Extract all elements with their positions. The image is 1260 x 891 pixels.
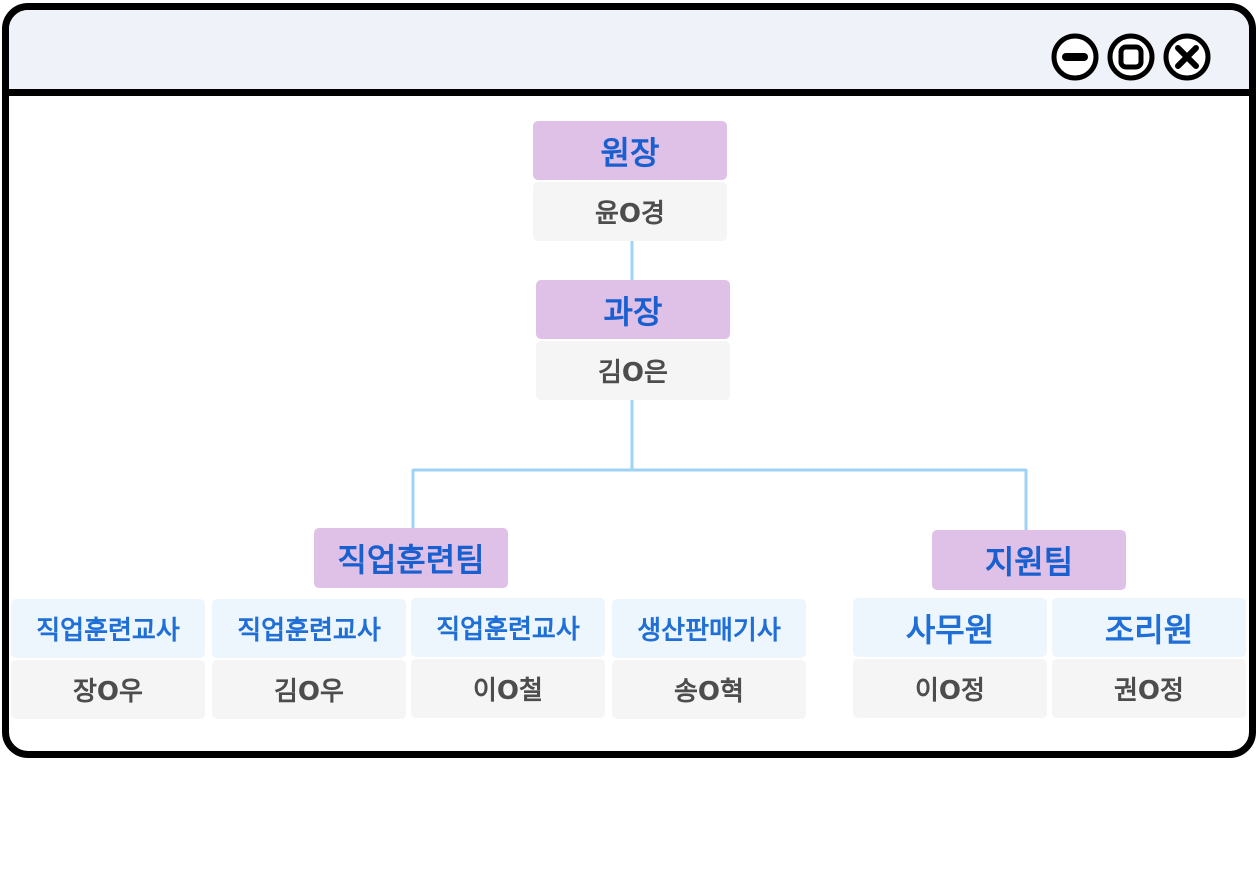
member-name: 이O정 <box>853 659 1047 718</box>
manager-title: 과장 <box>536 280 730 339</box>
team-training: 직업훈련팀 <box>314 528 508 588</box>
member-title: 조리원 <box>1052 598 1246 657</box>
member-name: 이O철 <box>411 659 605 718</box>
team-support: 지원팀 <box>932 530 1126 590</box>
member-name: 송O혁 <box>612 660 806 719</box>
maximize-icon[interactable] <box>1106 32 1156 82</box>
member-card: 직업훈련교사 이O철 <box>411 598 605 718</box>
manager-node: 과장 김O은 <box>536 280 730 400</box>
member-card: 직업훈련교사 김O우 <box>212 599 406 719</box>
close-icon[interactable] <box>1162 32 1212 82</box>
director-title: 원장 <box>533 121 727 180</box>
director-name: 윤O경 <box>533 182 727 241</box>
member-card: 사무원 이O정 <box>853 598 1047 718</box>
member-name: 장O우 <box>11 660 205 719</box>
member-title: 직업훈련교사 <box>212 599 406 658</box>
member-card: 직업훈련교사 장O우 <box>11 599 205 719</box>
window-controls <box>1050 32 1212 82</box>
member-title: 직업훈련교사 <box>411 598 605 657</box>
member-title: 사무원 <box>853 598 1047 657</box>
minimize-icon[interactable] <box>1050 32 1100 82</box>
member-title: 생산판매기사 <box>612 599 806 658</box>
member-card: 조리원 권O정 <box>1052 598 1246 718</box>
manager-name: 김O은 <box>536 341 730 400</box>
title-bar <box>9 10 1249 96</box>
member-title: 직업훈련교사 <box>11 599 205 658</box>
director-node: 원장 윤O경 <box>533 121 727 241</box>
member-name: 권O정 <box>1052 659 1246 718</box>
member-card: 생산판매기사 송O혁 <box>612 599 806 719</box>
member-name: 김O우 <box>212 660 406 719</box>
